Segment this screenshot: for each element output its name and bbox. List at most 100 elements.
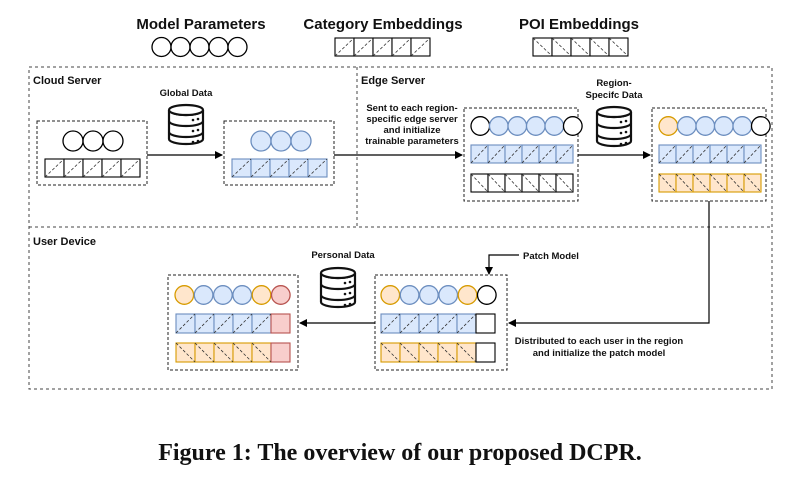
user-device-label: User Device <box>33 236 96 248</box>
embedding-cell-hatch <box>372 37 393 57</box>
parameter-circle <box>488 116 509 136</box>
edge-region-model <box>658 116 771 193</box>
embedding-cell-hatch <box>175 342 196 363</box>
embedding-cell-hatch <box>399 342 420 363</box>
parameter-circle <box>208 36 229 58</box>
embedding-cell-hatch <box>437 313 458 334</box>
embedding-cell-hatch <box>101 158 122 178</box>
embedding-cell-hatch <box>487 144 506 164</box>
embedding-cell-hatch <box>589 37 610 57</box>
embedding-cell-hatch <box>692 173 711 193</box>
global-data-label: Global Data <box>160 88 214 99</box>
embedding-cell-hatch <box>175 313 196 334</box>
personal-data-database-icon <box>319 266 357 309</box>
edge-server-label: Edge Server <box>361 75 426 87</box>
device-patch-model <box>380 285 497 363</box>
parameter-circle <box>380 285 401 305</box>
legend-poi-embeddings-glyph <box>532 37 629 57</box>
embedding-cell-hatch <box>726 173 745 193</box>
parameter-circle <box>525 116 546 136</box>
embedding-cell-hatch <box>231 158 252 178</box>
parameter-circle <box>290 130 312 152</box>
parameter-circle <box>507 116 528 136</box>
embedding-cell-hatch <box>353 37 374 57</box>
parameter-circle <box>713 116 734 136</box>
embedding-cell-hatch <box>743 173 762 193</box>
embedding-cell-hatch <box>709 173 728 193</box>
parameter-circle <box>193 285 214 305</box>
parameter-circle <box>750 116 771 136</box>
sent-to-edge-line3: and initialize <box>383 125 440 136</box>
parameter-circle <box>227 36 248 58</box>
parameter-circle <box>232 285 253 305</box>
embedding-cell-hatch <box>743 144 762 164</box>
embedding-cell-hatch <box>213 313 234 334</box>
embedding-cell-hatch <box>120 158 141 178</box>
embedding-cell-hatch <box>658 144 677 164</box>
parameter-circle <box>676 116 697 136</box>
embedding-cell-hatch <box>334 37 355 57</box>
embedding-cell-hatch <box>456 313 477 334</box>
distributed-line2: and initialize the patch model <box>533 348 666 359</box>
device-personal-model <box>174 285 291 363</box>
embedding-cell-hatch <box>504 173 523 193</box>
embedding-cell-hatch <box>232 313 253 334</box>
embedding-cell-hatch <box>380 313 401 334</box>
parameter-circle <box>470 116 491 136</box>
parameter-circle <box>562 116 583 136</box>
embedding-cell-hatch <box>44 158 65 178</box>
embedding-cell-hatch <box>709 144 728 164</box>
embedding-cell-hatch <box>521 144 540 164</box>
region-data-label-line1: Region- <box>596 78 631 89</box>
parameter-circle <box>251 285 272 305</box>
embedding-cell-hatch <box>418 342 439 363</box>
embedding-cell-hatch <box>538 144 557 164</box>
embedding-cell-hatch <box>538 173 557 193</box>
embedding-cell-hatch <box>551 37 572 57</box>
sent-to-edge-line4: trainable parameters <box>365 136 458 147</box>
sent-to-edge-line1: Sent to each region- <box>366 103 457 114</box>
legend-model-parameters-label: Model Parameters <box>136 16 265 33</box>
global-data-database-icon <box>167 103 205 146</box>
embedding-cell <box>270 342 291 363</box>
parameter-circle <box>399 285 420 305</box>
embedding-cell-hatch <box>470 144 489 164</box>
parameter-circle <box>102 130 124 152</box>
embedding-cell-hatch <box>63 158 84 178</box>
embedding-cell <box>475 313 496 334</box>
embedding-cell-hatch <box>269 158 290 178</box>
parameter-circle <box>170 36 191 58</box>
embedding-cell-hatch <box>692 144 711 164</box>
embedding-cell-hatch <box>470 173 489 193</box>
embedding-cell-hatch <box>194 313 215 334</box>
parameter-circle <box>476 285 497 305</box>
cloud-initial-model <box>44 130 141 178</box>
embedding-cell <box>475 342 496 363</box>
region-data-database-icon <box>595 105 633 148</box>
system-boundary <box>28 66 773 390</box>
embedding-cell-hatch <box>288 158 309 178</box>
legend-category-embeddings-label: Category Embeddings <box>303 16 462 33</box>
embedding-cell <box>270 313 291 334</box>
embedding-cell-hatch <box>726 144 745 164</box>
embedding-cell-hatch <box>521 173 540 193</box>
cloud-server-label: Cloud Server <box>33 75 102 87</box>
parameter-circle <box>270 130 292 152</box>
embedding-cell-hatch <box>504 144 523 164</box>
parameter-circle <box>418 285 439 305</box>
parameter-circle <box>151 36 172 58</box>
parameter-circle <box>82 130 104 152</box>
embedding-cell-hatch <box>251 342 272 363</box>
parameter-circle <box>189 36 210 58</box>
embedding-cell-hatch <box>555 173 574 193</box>
parameter-circle <box>732 116 753 136</box>
embedding-cell-hatch <box>213 342 234 363</box>
embedding-cell-hatch <box>307 158 328 178</box>
embedding-cell-hatch <box>410 37 431 57</box>
embedding-cell-hatch <box>391 37 412 57</box>
embedding-cell-hatch <box>487 173 506 193</box>
parameter-circle <box>174 285 195 305</box>
embedding-cell-hatch <box>250 158 271 178</box>
parameter-circle <box>270 285 291 305</box>
